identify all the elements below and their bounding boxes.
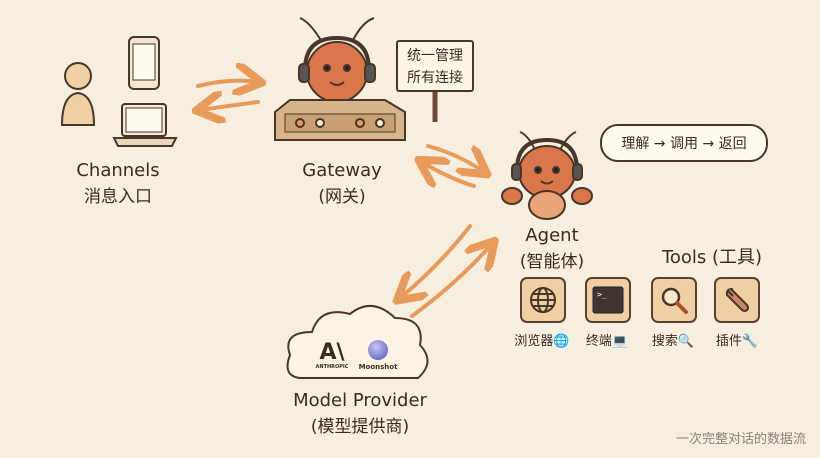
sign-line-2: 所有连接 bbox=[407, 70, 463, 86]
globe-icon bbox=[530, 287, 556, 313]
anthropic-logo: A\ ANTHROPIC bbox=[315, 340, 349, 371]
person-icon bbox=[60, 62, 96, 126]
moonshot-logo: Moonshot bbox=[356, 340, 400, 371]
arrow-gateway-to-agent bbox=[426, 144, 484, 172]
tool-plugin bbox=[714, 277, 760, 323]
gateway-title: Gateway bbox=[302, 160, 382, 181]
svg-text:>_: >_ bbox=[597, 290, 607, 299]
arrow-agent-to-model bbox=[400, 224, 472, 298]
agent-lobster-illustration bbox=[501, 131, 593, 220]
phone-icon bbox=[128, 36, 160, 90]
anthropic-logo-text: ANTHROPIC bbox=[315, 364, 349, 370]
arrows bbox=[196, 81, 492, 318]
tool-terminal: >_ bbox=[585, 277, 631, 323]
agent-speech-bubble: 理解 → 调用 → 返回 bbox=[600, 124, 768, 162]
cloud-shape bbox=[286, 305, 429, 379]
moonshot-logo-text: Moonshot bbox=[358, 363, 398, 371]
agent-title: Agent bbox=[525, 225, 579, 246]
arrow-channels-to-gateway bbox=[196, 81, 258, 86]
wrench-icon bbox=[725, 287, 749, 312]
model-provider-subtitle: (模型提供商) bbox=[310, 417, 410, 437]
agent-subtitle: (智能体) bbox=[519, 252, 585, 272]
gateway-sign: 统一管理 所有连接 bbox=[396, 40, 474, 92]
tool-plugin-label: 插件🔧 bbox=[715, 334, 759, 349]
tool-browser bbox=[520, 277, 566, 323]
tool-browser-label: 浏览器🌐 bbox=[514, 334, 570, 349]
search-icon bbox=[661, 287, 688, 314]
sign-line-1: 统一管理 bbox=[407, 48, 463, 64]
tool-terminal-label: 终端💻 bbox=[585, 334, 629, 349]
tools-title: Tools (工具) bbox=[661, 247, 763, 268]
model-provider-title: Model Provider bbox=[293, 390, 427, 411]
arrow-agent-to-gateway bbox=[422, 162, 476, 186]
arrow-model-to-agent bbox=[410, 244, 492, 318]
channels-subtitle: 消息入口 bbox=[84, 187, 152, 207]
tool-search bbox=[651, 277, 697, 323]
arrow-gateway-to-channels bbox=[200, 102, 260, 110]
footer-caption: 一次完整对话的数据流 bbox=[675, 432, 806, 447]
terminal-icon: >_ bbox=[592, 286, 624, 314]
channels-title: Channels bbox=[76, 160, 160, 181]
laptop-icon bbox=[112, 103, 178, 147]
gateway-subtitle: (网关) bbox=[318, 187, 366, 207]
tool-search-label: 搜索🔍 bbox=[651, 334, 695, 349]
gateway-lobster-illustration bbox=[274, 17, 406, 141]
